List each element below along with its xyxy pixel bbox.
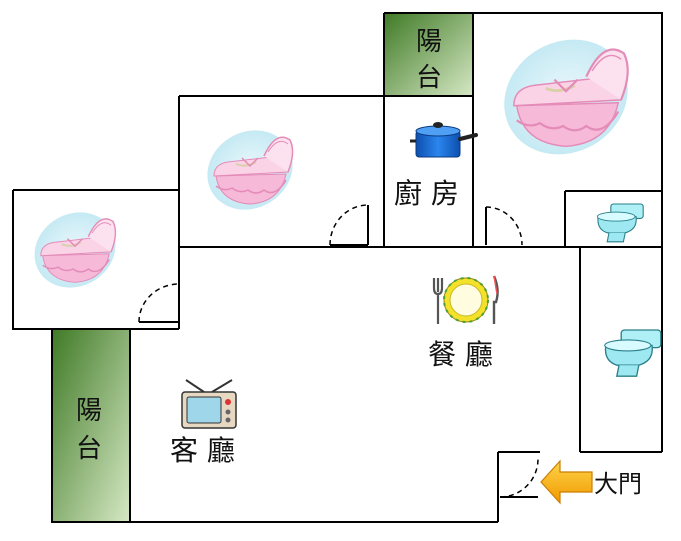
plate-cutlery-icon bbox=[432, 275, 499, 324]
living-label: 客 廳 bbox=[170, 434, 235, 467]
toilet-icon bbox=[604, 329, 662, 377]
toilet-icon bbox=[596, 203, 644, 243]
kitchen-label: 廚 房 bbox=[394, 177, 459, 210]
balcony-left bbox=[52, 329, 130, 522]
pot-icon bbox=[410, 122, 478, 158]
balcony-top-label-2: 台 bbox=[416, 63, 442, 93]
doors bbox=[138, 204, 539, 498]
balcony-top-label-1: 陽 bbox=[416, 27, 442, 57]
crib-icon bbox=[481, 15, 651, 179]
tv-icon bbox=[181, 379, 237, 429]
balcony-left-label-2: 台 bbox=[76, 434, 102, 464]
balcony-left-label-1: 陽 bbox=[76, 396, 102, 426]
crib-icon bbox=[19, 196, 131, 304]
dining-label: 餐 廳 bbox=[428, 338, 493, 371]
balcony-top bbox=[384, 13, 473, 96]
entrance-label: 大門 bbox=[594, 470, 642, 498]
crib-icon bbox=[191, 114, 309, 226]
walls bbox=[12, 12, 663, 523]
arrow-left-icon bbox=[540, 459, 593, 505]
